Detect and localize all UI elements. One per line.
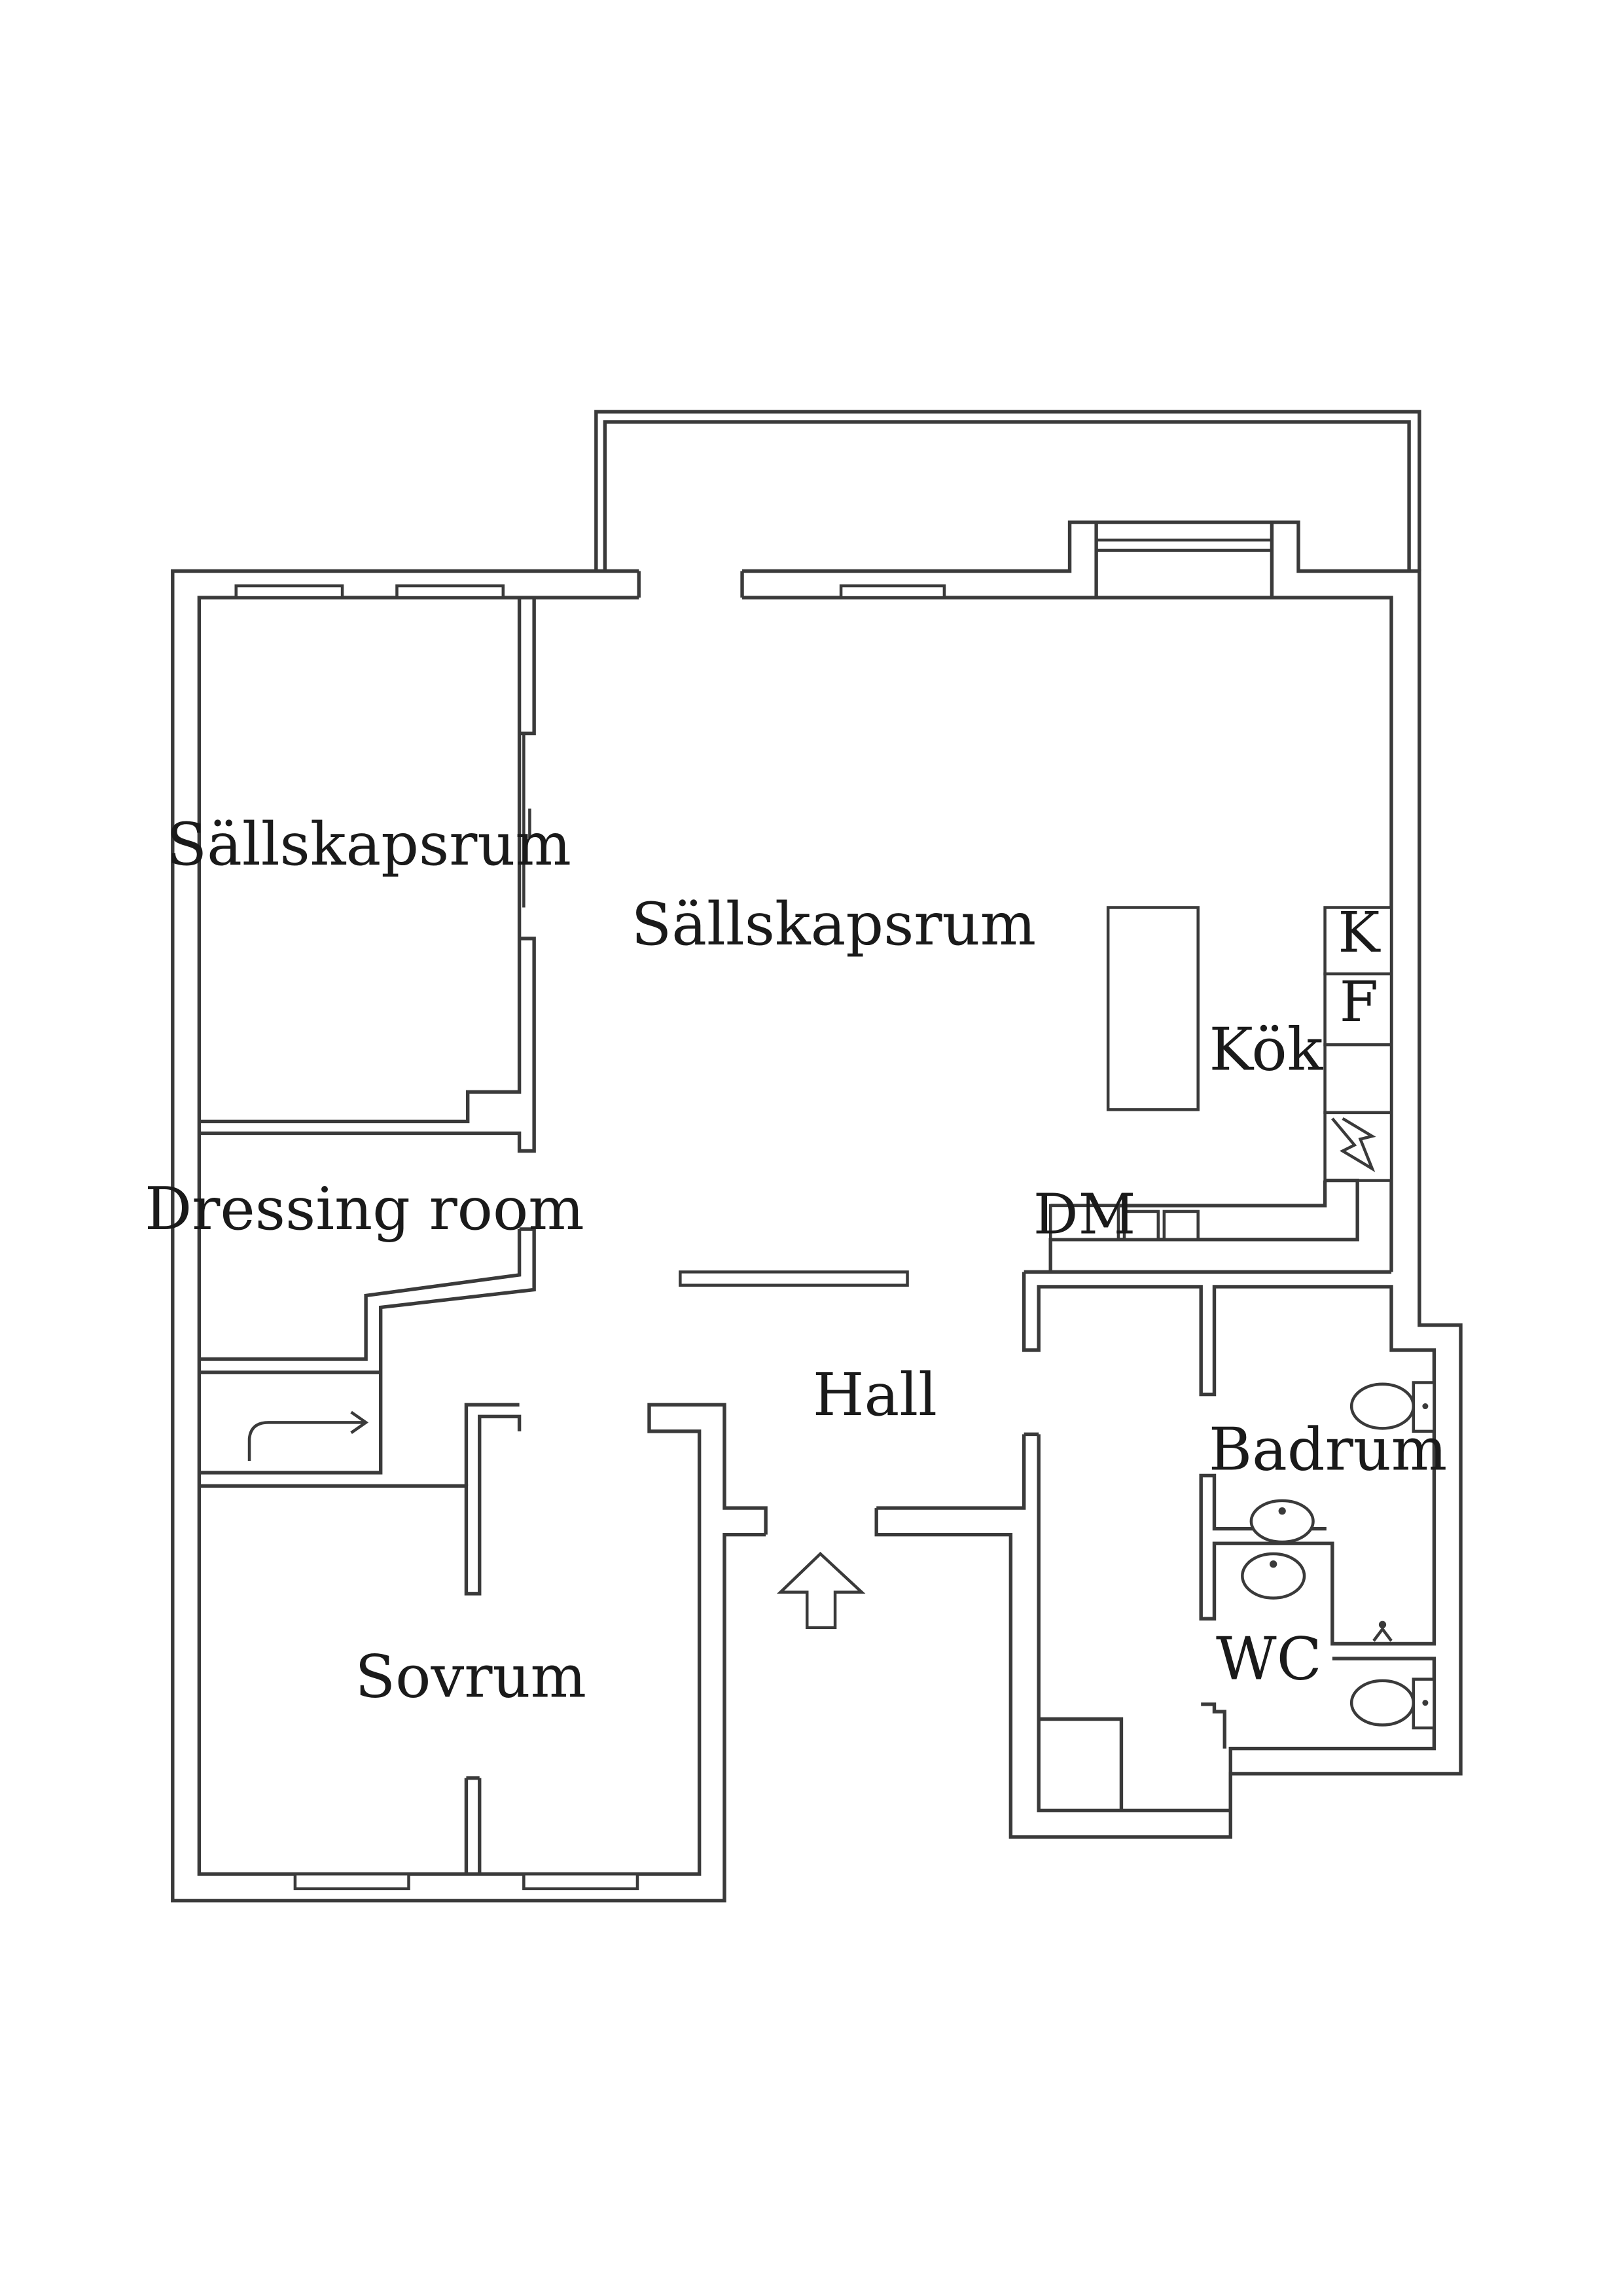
stove	[1323, 1111, 1393, 1182]
label-sovrum: Sovrum	[355, 1643, 586, 1712]
label-sallskapsrum-main: Sällskapsrum	[632, 890, 1037, 959]
kitchen-island	[1106, 906, 1200, 1111]
toilet-wc	[1349, 1679, 1416, 1727]
label-badrum: Badrum	[1209, 1415, 1447, 1484]
label-k: K	[1338, 900, 1381, 965]
interior-walls	[199, 598, 1436, 1874]
label-f: F	[1340, 969, 1378, 1035]
appliance-labels: K F DM	[1033, 900, 1382, 1247]
entrance-arrow	[777, 1551, 866, 1629]
bathroom-fixtures	[1241, 1381, 1436, 1730]
label-dressing-room: Dressing room	[145, 1175, 584, 1244]
label-kok: Kök	[1209, 1016, 1323, 1085]
kitchen	[1048, 906, 1393, 1272]
label-sallskapsrum-left: Sällskapsrum	[166, 810, 571, 879]
sink-badrum	[1249, 1499, 1315, 1544]
room-labels: Sällskapsrum Sällskapsrum Kök Dressing r…	[145, 810, 1447, 1712]
windows	[234, 584, 946, 1891]
closet-arrow	[247, 1421, 366, 1461]
balcony	[594, 410, 1421, 571]
label-wc: WC	[1216, 1625, 1322, 1694]
hall-bench	[679, 1270, 909, 1287]
label-hall: Hall	[813, 1361, 937, 1429]
sink-wc	[1241, 1552, 1306, 1600]
label-dm: DM	[1033, 1182, 1135, 1247]
